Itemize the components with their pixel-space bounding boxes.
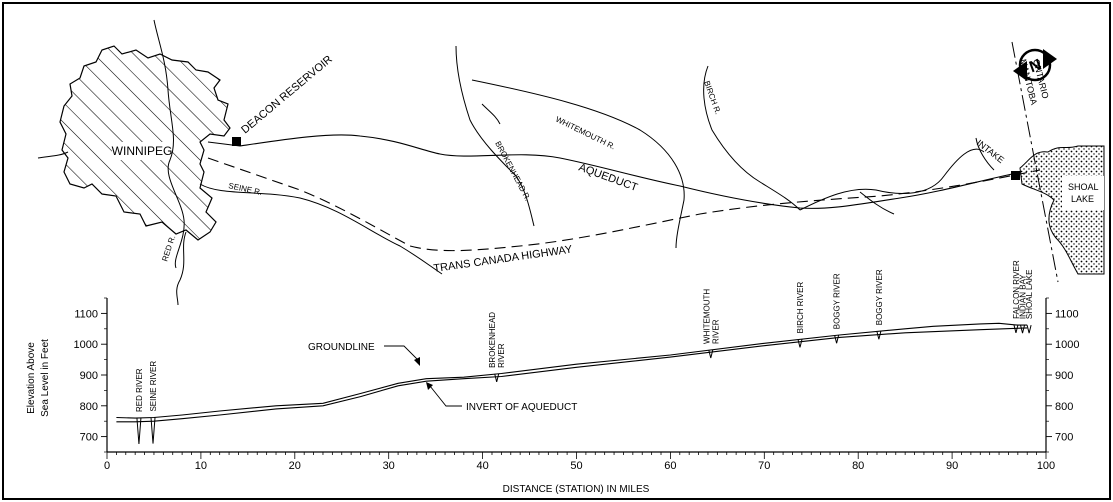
river-crossing-dip — [708, 349, 714, 359]
highway-label: TRANS CANADA HIGHWAY — [433, 244, 574, 275]
x-axis-label: DISTANCE (STATION) IN MILES — [503, 484, 650, 495]
x-tick-label: 60 — [664, 460, 676, 472]
river-crossing-label: BOGGY RIVER — [833, 273, 842, 329]
elevation-profile: 0 10 20 30 40 50 60 70 80 90 100 700 700 800 800 900 900… — [26, 260, 1079, 495]
groundline-arrowhead — [414, 357, 420, 366]
invert-leader — [429, 385, 462, 407]
river-crossing-label: SEINE RIVER — [149, 361, 158, 412]
north-letter: N — [1027, 56, 1044, 76]
shoal-lake-label-1: SHOAL — [1068, 182, 1099, 192]
intake-stream — [975, 137, 995, 171]
y-tick-label-left: 1000 — [74, 339, 98, 351]
river-crossing-label: RED RIVER — [135, 368, 144, 412]
y-tick-label-left: 900 — [80, 370, 98, 382]
groundline-label: GROUNDLINE — [308, 342, 375, 353]
x-tick-label: 40 — [476, 460, 488, 472]
y-tick-label-right: 1000 — [1055, 339, 1079, 351]
shoal-lake-label-2: LAKE — [1071, 194, 1094, 204]
x-tick-label: 80 — [852, 460, 864, 472]
invert-arrowhead — [426, 382, 433, 390]
red-river-south — [176, 231, 187, 306]
invert-series — [116, 327, 1028, 423]
birch-river — [703, 65, 801, 211]
red-river-label: RED R. — [160, 234, 177, 263]
river-crossing-label: WHITEMOUTH — [702, 289, 711, 344]
y-tick-label-right: 700 — [1055, 432, 1073, 444]
aqueduct-line — [207, 134, 1013, 209]
river-crossing-dip — [797, 339, 803, 348]
red-river — [153, 19, 185, 269]
intake-marker — [1011, 171, 1020, 180]
groundline-leader — [384, 345, 419, 361]
y-axis-label-1: Elevation Above — [26, 342, 37, 414]
river-crossing-dip — [1020, 324, 1026, 334]
x-tick-label: 70 — [758, 460, 770, 472]
river-crossing-label: RIVER — [497, 343, 506, 368]
east-tributary — [799, 148, 985, 211]
seine-river-label: SEINE R. — [228, 181, 263, 197]
y-tick-label-left: 1100 — [74, 308, 98, 320]
river-crossing-label: BOGGY RIVER — [875, 269, 884, 325]
brokenhead-river — [455, 45, 535, 227]
x-tick-label: 20 — [289, 460, 301, 472]
river-crossing-dip — [136, 417, 142, 445]
deacon-reservoir-marker — [232, 137, 241, 146]
profile-ticks: 0 10 20 30 40 50 60 70 80 90 100 700 700 800 800 900 900… — [74, 297, 1079, 472]
map-plan: WINNIPEG RED R. SEINE R. DEACON RESERVOI… — [37, 19, 1105, 306]
y-tick-label-right: 900 — [1055, 370, 1073, 382]
profile-series — [116, 322, 1028, 423]
river-crossing-label: FALCON RIVER — [1012, 260, 1021, 319]
y-tick-label-left: 800 — [80, 401, 98, 413]
y-axis-label-2: Sea Level in Feet — [40, 339, 51, 417]
x-tick-label: 0 — [104, 460, 110, 472]
river-crossing-dip — [150, 417, 156, 444]
trans-canada-highway — [207, 157, 1041, 252]
intake-label: INTAKE — [975, 138, 1006, 165]
river-crossing-dip — [494, 373, 500, 383]
x-tick-label: 100 — [1037, 460, 1055, 472]
y-tick-label-right: 800 — [1055, 401, 1073, 413]
west-river — [37, 151, 69, 159]
groundline-series — [116, 322, 1028, 419]
y-tick-label-right: 1100 — [1055, 308, 1079, 320]
river-crossing-label: BIRCH RIVER — [796, 282, 805, 334]
birch-river-label: BIRCH R. — [702, 80, 722, 116]
invert-label: INVERT OF AQUEDUCT — [466, 402, 577, 413]
brokenhead-river-label: BROKENHEAD R. — [493, 140, 532, 203]
winnipeg-label: WINNIPEG — [112, 144, 173, 158]
river-crossing-dip — [1013, 324, 1019, 334]
x-tick-label: 10 — [195, 460, 207, 472]
river-crossing-label: BROKENHEAD — [488, 312, 497, 368]
deacon-reservoir-label: DEACON RESERVOIR — [239, 53, 335, 136]
provincial-border — [1011, 41, 1059, 283]
aqueduct-label: AQUEDUCT — [577, 162, 639, 194]
south-tributary — [859, 191, 895, 215]
river-crossing-label: INDIAN BAY — [1019, 274, 1028, 319]
seine-river — [199, 183, 443, 275]
river-crossing-dip — [876, 331, 882, 340]
brokenhead-tributary — [481, 103, 501, 125]
whitemouth-river — [471, 79, 685, 249]
river-crossing-dip — [834, 335, 840, 344]
x-tick-label: 90 — [946, 460, 958, 472]
whitemouth-river-label: WHITEMOUTH R. — [554, 115, 617, 152]
x-tick-label: 30 — [383, 460, 395, 472]
river-crossing-label: RIVER — [711, 319, 720, 344]
x-tick-label: 50 — [570, 460, 582, 472]
river-crossing-dip — [1026, 324, 1032, 334]
north-arrow-icon: N — [1013, 48, 1057, 82]
river-crossing-label: SHOAL LAKE — [1025, 270, 1034, 320]
y-tick-label-left: 700 — [80, 432, 98, 444]
